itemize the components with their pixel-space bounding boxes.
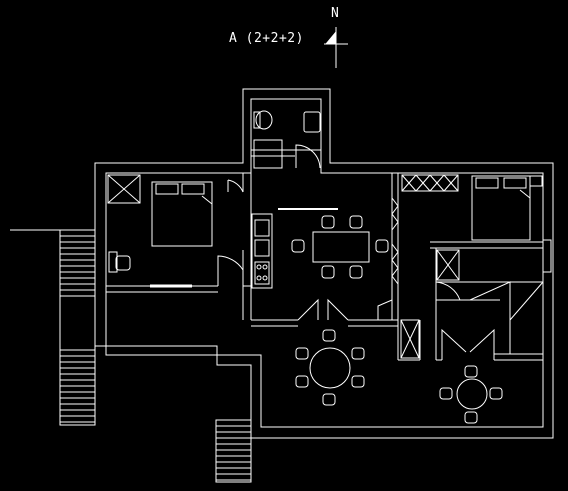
- chair-icon: [322, 266, 334, 278]
- staircase-bottom: [216, 420, 251, 482]
- kitchen-dining: [252, 198, 398, 320]
- sliding-door: [392, 198, 398, 230]
- round-table: [457, 379, 487, 409]
- storage: [401, 282, 543, 360]
- chair-icon: [116, 256, 130, 270]
- chair-icon: [322, 216, 334, 228]
- exterior-walls: [95, 89, 553, 438]
- window-icon: [543, 240, 551, 272]
- chair-icon: [292, 240, 304, 252]
- chair-icon: [350, 266, 362, 278]
- sink-icon: [304, 112, 320, 132]
- double-bed-icon: [152, 182, 212, 246]
- chair-icon: [350, 216, 362, 228]
- chair-icon: [376, 240, 388, 252]
- interior-walls: [106, 150, 543, 360]
- north-label: N: [331, 6, 340, 21]
- sink-icon: [255, 220, 269, 236]
- terrace-dining-1: [296, 330, 364, 405]
- toilet-icon: [256, 111, 272, 129]
- door-swing: [218, 256, 243, 286]
- bathroom: [254, 111, 320, 168]
- round-table: [310, 348, 350, 388]
- terrace-dining-2: [440, 366, 502, 423]
- dining-table: [313, 232, 369, 262]
- shower-icon: [254, 140, 282, 168]
- staircase-left: [10, 230, 95, 425]
- bedroom-left: [108, 175, 243, 286]
- kitchen-counter: [252, 214, 272, 288]
- stove-icon: [255, 262, 269, 284]
- bedroom-right: [402, 175, 551, 300]
- plan-title: A (2+2+2): [229, 31, 304, 46]
- double-bed-icon: [472, 176, 530, 240]
- north-arrow-icon: [324, 27, 348, 68]
